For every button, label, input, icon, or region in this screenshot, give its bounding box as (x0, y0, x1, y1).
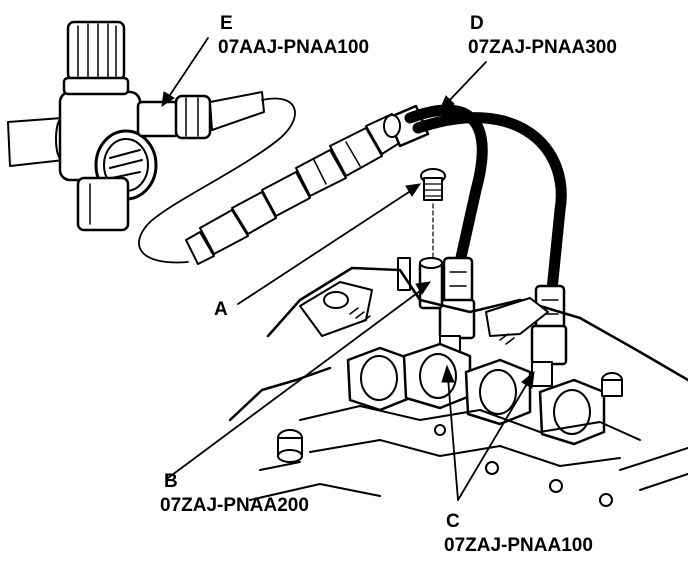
callout-a-letter: A (214, 299, 228, 320)
arrowhead-c-left (441, 364, 455, 383)
leader-c-left (447, 377, 459, 501)
adapter-c-right (530, 284, 568, 387)
arrowhead-d (439, 95, 455, 111)
callout-b-letter: B (164, 471, 178, 492)
leader-lines (161, 37, 535, 501)
cylinder-head (228, 266, 688, 507)
leader-d (445, 61, 487, 105)
plug-a (420, 168, 446, 263)
callout-c-letter: C (446, 511, 460, 532)
callout-d-part: 07ZAJ-PNAA300 (468, 37, 617, 58)
callout-e-part: 07AAJ-PNAA100 (218, 37, 370, 58)
callout-d-letter: D (470, 13, 484, 34)
arrowhead-c-right (521, 370, 535, 389)
arrowhead-b (415, 281, 432, 295)
coupler-hose-assembly (185, 104, 430, 265)
leader-b (167, 287, 425, 479)
arrowhead-a (405, 183, 422, 197)
callout-e-letter: E (220, 13, 233, 34)
leader-c-right (457, 381, 529, 501)
air-hose-loop (138, 97, 296, 264)
twin-hose (404, 104, 567, 296)
air-pressure-regulator (7, 20, 265, 232)
callout-c-part: 07ZAJ-PNAA100 (444, 535, 593, 556)
arrowhead-e (161, 91, 175, 108)
leader-e (167, 37, 209, 99)
leader-a (237, 189, 413, 305)
callout-b-part: 07ZAJ-PNAA200 (160, 495, 309, 516)
